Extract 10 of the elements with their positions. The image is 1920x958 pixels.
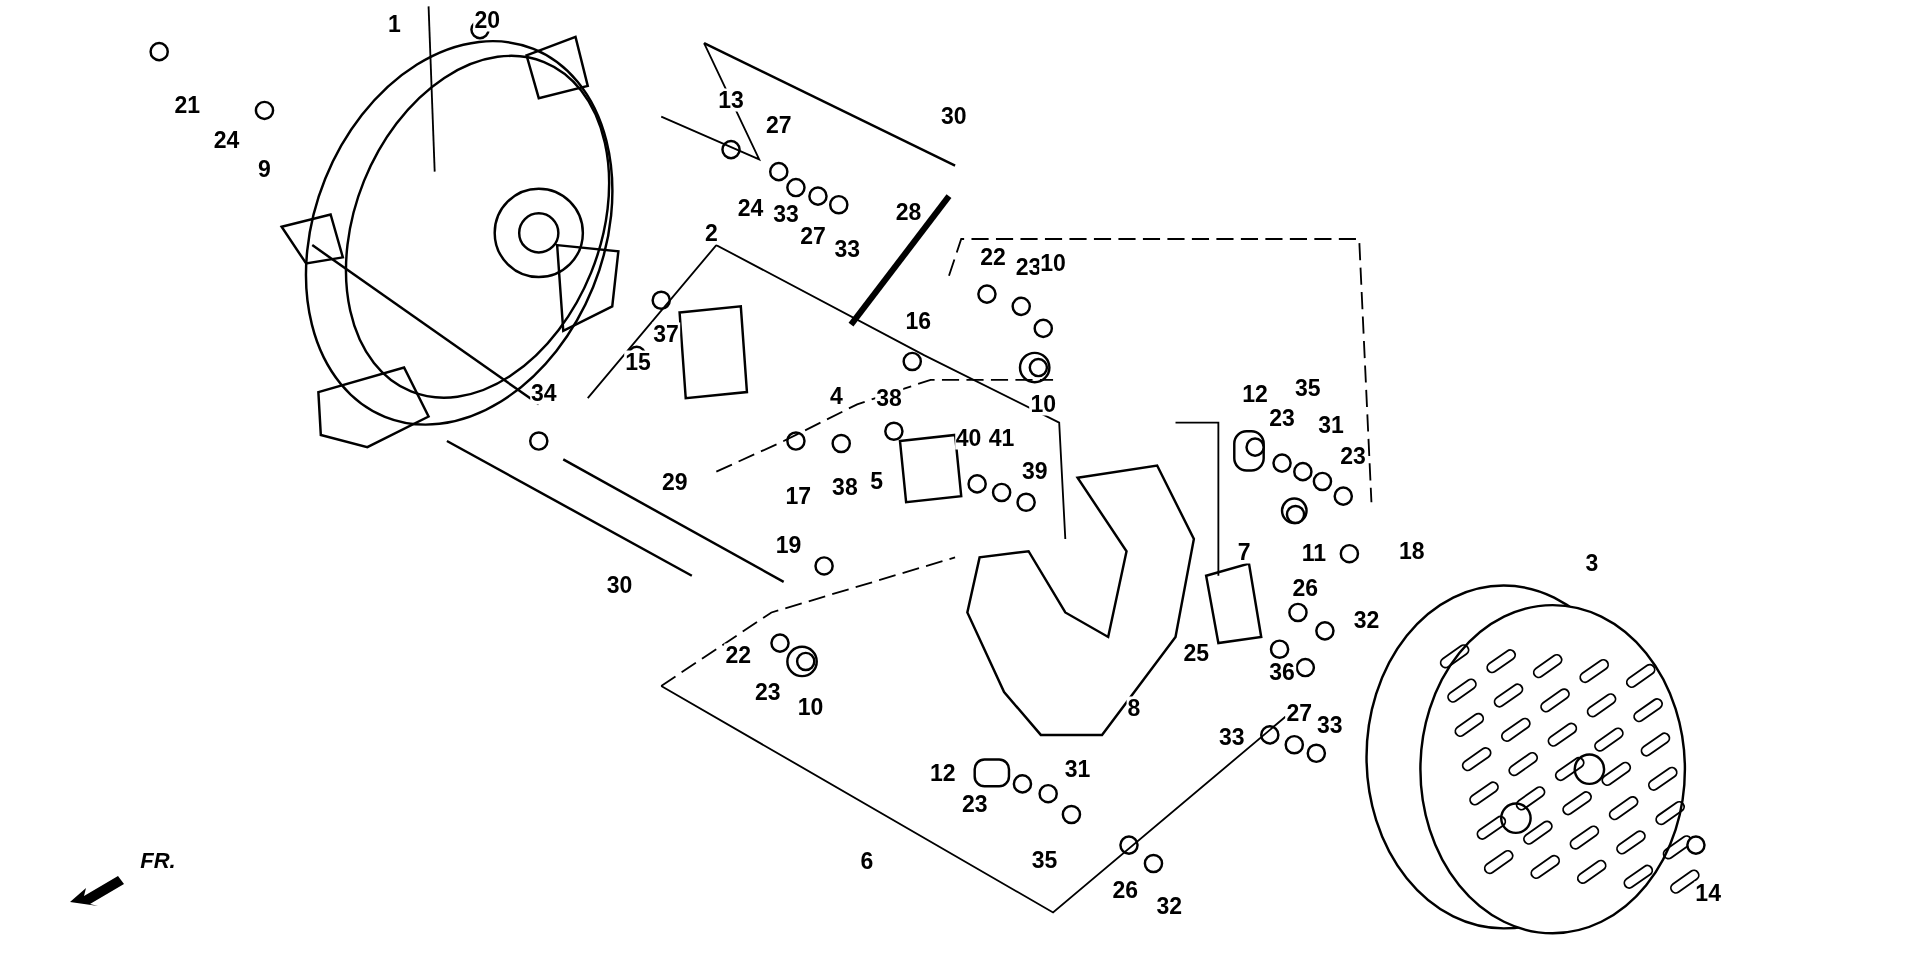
callout-number: 10 <box>1029 392 1058 416</box>
callout-number: 4 <box>828 384 844 407</box>
callout-number: 13 <box>717 88 745 112</box>
callout-number: 34 <box>529 381 558 405</box>
callout-number: 20 <box>473 8 502 32</box>
callout-number: 10 <box>796 695 825 718</box>
callout-number: 10 <box>1039 251 1067 275</box>
callout-number: 40 <box>954 426 983 450</box>
callout-number: 7 <box>1236 540 1252 564</box>
callout-number: 23 <box>1339 444 1367 467</box>
